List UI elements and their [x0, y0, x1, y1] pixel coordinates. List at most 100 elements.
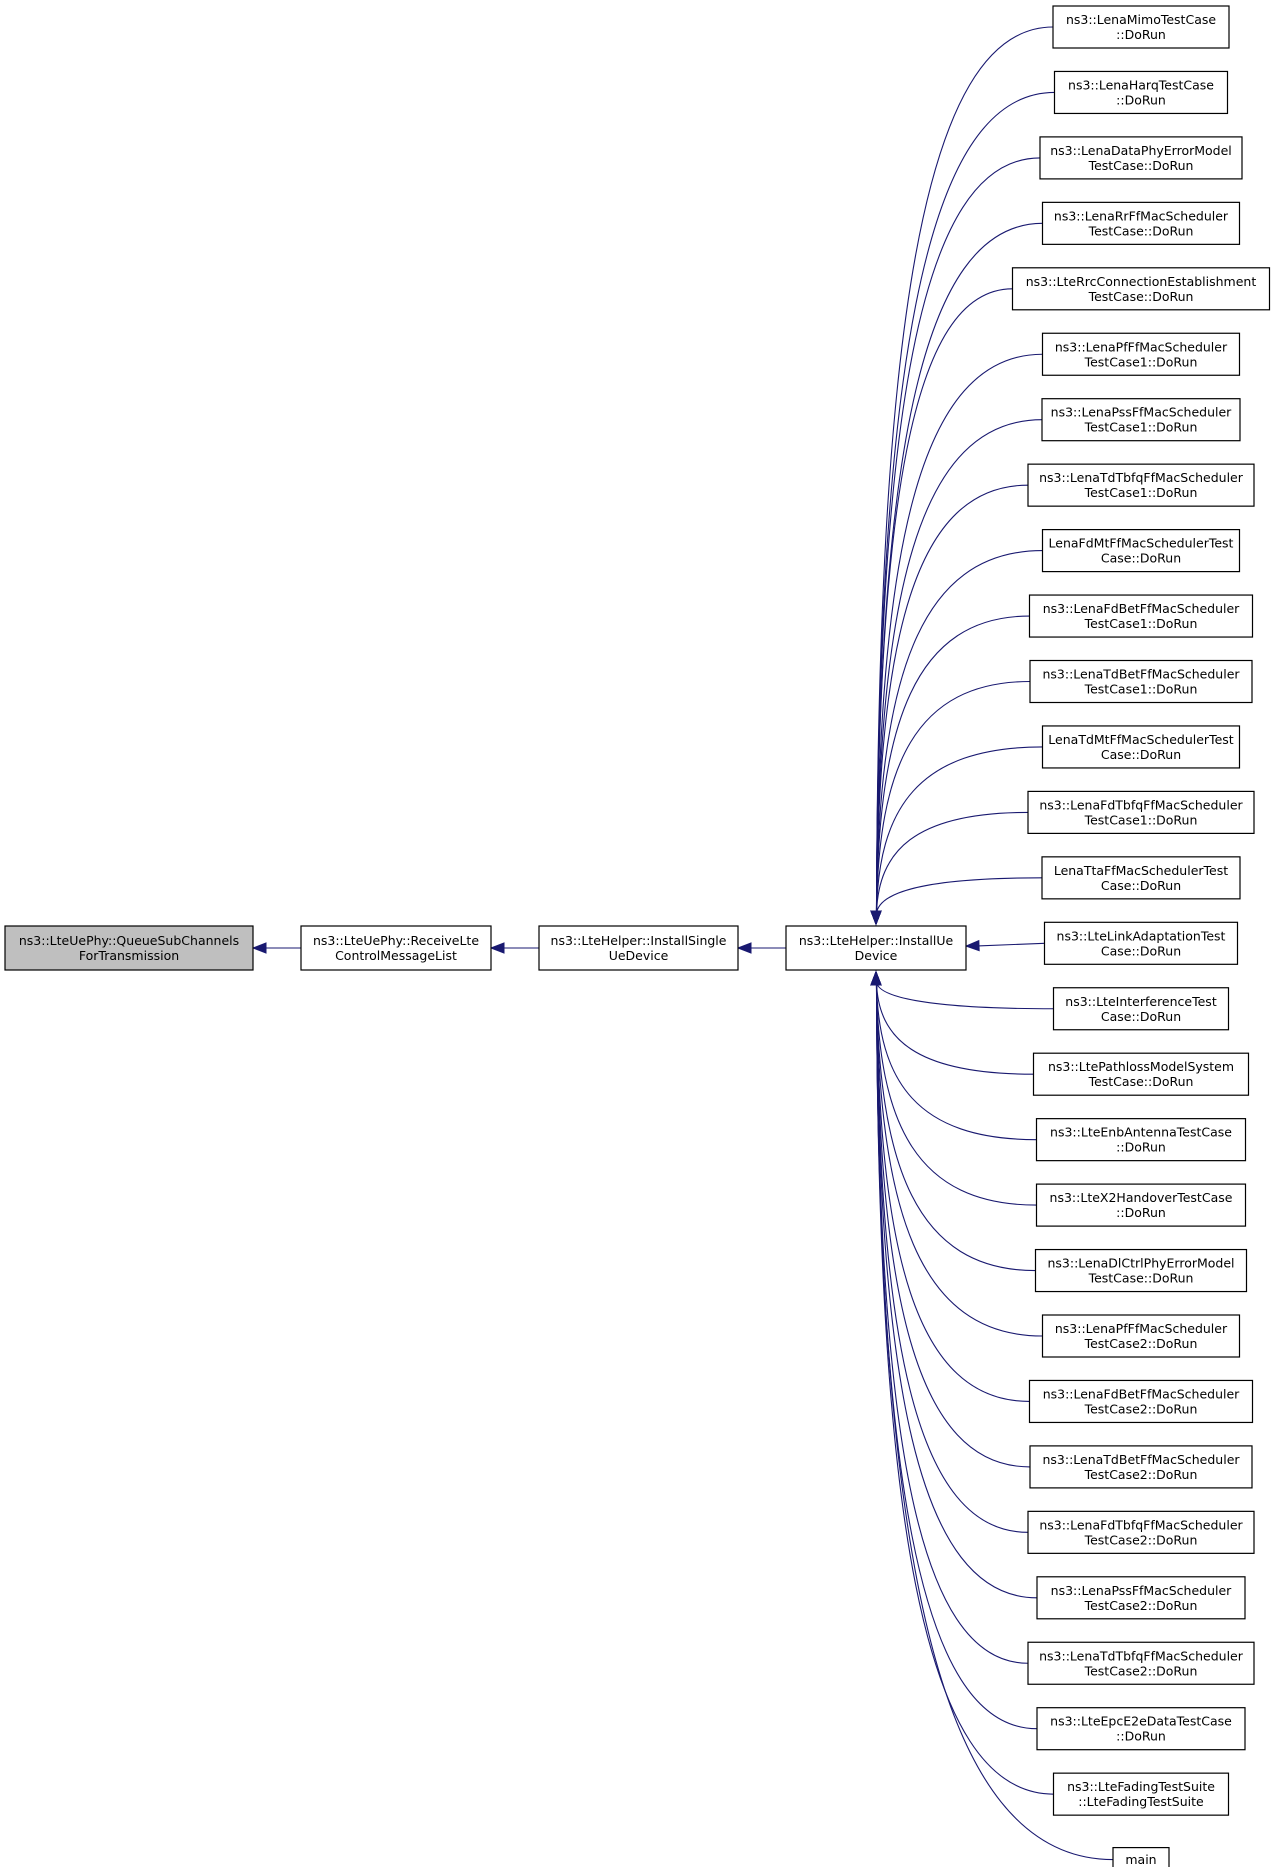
- node-label-line: ns3::LteLinkAdaptationTest: [1057, 928, 1226, 943]
- node-label-line: TestCase1::DoRun: [1084, 682, 1198, 697]
- node-label-line: ControlMessageList: [335, 948, 457, 963]
- node-label-line: ns3::LenaHarqTestCase: [1068, 77, 1214, 92]
- node-c27[interactable]: ns3::LteFadingTestSuite::LteFadingTestSu…: [1052, 1772, 1230, 1816]
- node-label-line: Device: [855, 948, 898, 963]
- edge-c7-to-n3: [875, 484, 1029, 915]
- node-label-line: ns3::LenaFdTbfqFfMacScheduler: [1039, 1517, 1243, 1532]
- node-c6[interactable]: ns3::LenaPssFfMacSchedulerTestCase1::DoR…: [1041, 398, 1241, 442]
- node-label-line: ns3::LtePathlossModelSystem: [1048, 1059, 1234, 1074]
- node-box: [1029, 659, 1253, 704]
- node-label-line: TestCase2::DoRun: [1084, 1467, 1198, 1482]
- node-label-line: ns3::LenaTdBetFfMacScheduler: [1042, 1452, 1240, 1467]
- node-label-line: UeDevice: [609, 948, 669, 963]
- node-box: [1011, 267, 1271, 311]
- node-box: [1041, 725, 1241, 769]
- edge-c11-to-n3: [875, 746, 1043, 915]
- node-c5[interactable]: ns3::LenaPfFfMacSchedulerTestCase1::DoRu…: [1041, 332, 1241, 376]
- node-c16[interactable]: ns3::LtePathlossModelSystemTestCase::DoR…: [1032, 1052, 1250, 1096]
- node-box: [1036, 1576, 1246, 1620]
- node-label-line: Case::DoRun: [1101, 943, 1181, 958]
- node-label-line: ns3::LenaTdTbfqFfMacScheduler: [1039, 470, 1244, 485]
- node-label-line: ns3::LteEpcE2eDataTestCase: [1050, 1714, 1232, 1729]
- node-label-line: ns3::LenaPfFfMacScheduler: [1055, 339, 1228, 354]
- node-box: [1053, 70, 1229, 115]
- node-c21[interactable]: ns3::LenaFdBetFfMacSchedulerTestCase2::D…: [1028, 1379, 1254, 1424]
- node-box: [1032, 1052, 1250, 1096]
- node-box: [1035, 1118, 1247, 1162]
- node-c24[interactable]: ns3::LenaPssFfMacSchedulerTestCase2::DoR…: [1036, 1576, 1246, 1620]
- node-c25[interactable]: ns3::LenaTdTbfqFfMacSchedulerTestCase2::…: [1027, 1641, 1255, 1685]
- node-c20[interactable]: ns3::LenaPfFfMacSchedulerTestCase2::DoRu…: [1041, 1314, 1241, 1358]
- edge-c12-to-n3: [875, 811, 1029, 915]
- node-label-line: TestCase::DoRun: [1088, 1271, 1194, 1286]
- node-box: [1029, 1445, 1253, 1489]
- node-c7[interactable]: ns3::LenaTdTbfqFfMacSchedulerTestCase1::…: [1027, 463, 1255, 507]
- node-box: [1039, 136, 1243, 180]
- node-box: [1041, 528, 1241, 573]
- node-label-line: ns3::LteHelper::InstallSingle: [551, 933, 727, 948]
- node-box: [300, 925, 492, 971]
- node-label-line: ns3::LenaPssFfMacScheduler: [1051, 1583, 1233, 1598]
- arrowhead-n3-to-n2: [736, 942, 752, 954]
- node-c23[interactable]: ns3::LenaFdTbfqFfMacSchedulerTestCase2::…: [1027, 1510, 1255, 1554]
- node-label-line: ns3::LenaTdTbfqFfMacScheduler: [1039, 1648, 1244, 1663]
- node-c9[interactable]: ns3::LenaFdBetFfMacSchedulerTestCase1::D…: [1028, 594, 1254, 638]
- node-label-line: ns3::LteHelper::InstallUe: [799, 933, 954, 948]
- node-label-line: TestCase2::DoRun: [1084, 1663, 1198, 1678]
- node-label-line: ns3::LteUePhy::ReceiveLte: [313, 933, 479, 948]
- edge-c4-to-n3: [875, 288, 1013, 915]
- node-box: [1028, 594, 1254, 638]
- node-box: [538, 925, 739, 971]
- edge-c2-to-n3: [875, 157, 1041, 915]
- node-c4[interactable]: ns3::LteRrcConnectionEstablishmentTestCa…: [1011, 267, 1271, 311]
- node-box: [1035, 1183, 1247, 1227]
- node-c26[interactable]: ns3::LteEpcE2eDataTestCase::DoRun: [1036, 1707, 1246, 1751]
- node-box: [1041, 332, 1241, 376]
- node-label-line: ::LteFadingTestSuite: [1078, 1794, 1204, 1809]
- node-c10[interactable]: ns3::LenaTdBetFfMacSchedulerTestCase1::D…: [1029, 659, 1253, 704]
- node-label-line: Case::DoRun: [1101, 747, 1181, 762]
- node-c17[interactable]: ns3::LteEnbAntennaTestCase::DoRun: [1035, 1118, 1247, 1162]
- node-c1[interactable]: ns3::LenaHarqTestCase::DoRun: [1053, 70, 1229, 115]
- edge-c14-to-n3: [977, 942, 1045, 947]
- node-label-line: ::DoRun: [1116, 1205, 1166, 1220]
- node-c2[interactable]: ns3::LenaDataPhyErrorModelTestCase::DoRu…: [1039, 136, 1243, 180]
- node-c19[interactable]: ns3::LenaDlCtrlPhyErrorModelTestCase::Do…: [1034, 1248, 1248, 1293]
- node-label-line: TestCase2::DoRun: [1084, 1401, 1198, 1416]
- edge-c22-to-n3: [875, 981, 1031, 1468]
- node-label-line: ::DoRun: [1116, 1729, 1166, 1744]
- node-label-line: ::DoRun: [1116, 1140, 1166, 1155]
- node-label-line: ::DoRun: [1116, 27, 1166, 42]
- node-label-line: Case::DoRun: [1101, 1009, 1181, 1024]
- edge-c13-to-n3: [875, 877, 1043, 915]
- node-c18[interactable]: ns3::LteX2HandoverTestCase::DoRun: [1035, 1183, 1247, 1227]
- node-box: [1027, 790, 1255, 835]
- nodes-layer: ns3::LteUePhy::QueueSubChannelsForTransm…: [4, 5, 1271, 1867]
- edge-c17-to-n3: [875, 981, 1037, 1141]
- arrowhead-c14-to-n3: [964, 939, 980, 952]
- node-c28[interactable]: main: [1112, 1846, 1170, 1867]
- node-c0[interactable]: ns3::LenaMimoTestCase::DoRun: [1052, 5, 1230, 49]
- node-box: [1027, 1641, 1255, 1685]
- node-box: [785, 925, 967, 971]
- node-label-line: TestCase2::DoRun: [1084, 1598, 1198, 1613]
- node-label-line: LenaTtaFfMacSchedulerTest: [1054, 863, 1228, 878]
- node-box: [1028, 1379, 1254, 1424]
- arrowhead-c13-to-n3: [870, 910, 882, 926]
- node-label-line: LenaFdMtFfMacSchedulerTest: [1049, 536, 1234, 551]
- node-n1[interactable]: ns3::LteUePhy::ReceiveLteControlMessageL…: [300, 925, 492, 971]
- node-label-line: ns3::LenaPfFfMacScheduler: [1055, 1321, 1228, 1336]
- node-c12[interactable]: ns3::LenaFdTbfqFfMacSchedulerTestCase1::…: [1027, 790, 1255, 835]
- node-c22[interactable]: ns3::LenaTdBetFfMacSchedulerTestCase2::D…: [1029, 1445, 1253, 1489]
- node-label-line: ns3::LteUePhy::QueueSubChannels: [19, 933, 239, 948]
- node-label-line: ns3::LteX2HandoverTestCase: [1050, 1190, 1233, 1205]
- node-box: [1043, 921, 1239, 965]
